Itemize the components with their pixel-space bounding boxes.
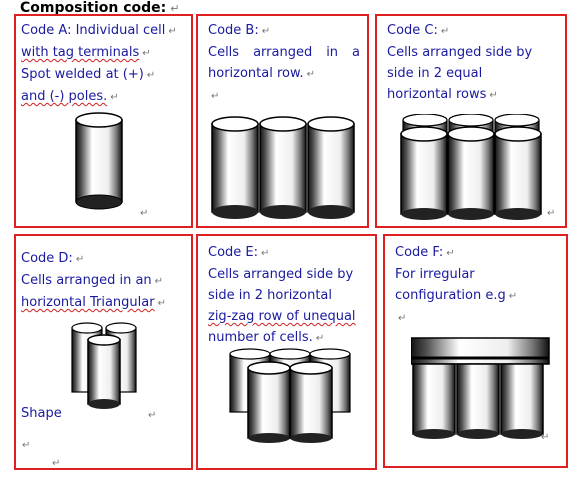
code-e-text: Code E:↵ Cells arranged side by side in … [208, 242, 370, 349]
single-cell-figure [75, 112, 123, 210]
code-e-line-5: number of cells.↵ [208, 330, 325, 345]
code-a-line-2: with tag terminals↵ [21, 45, 151, 60]
cell-cylinder [259, 116, 307, 219]
paragraph-mark: ↵ [170, 2, 180, 15]
heading-text: Composition code: [20, 0, 167, 16]
code-d-line-1: Code D:↵ [21, 251, 85, 266]
code-a-line-4: and (-) poles.↵ [21, 89, 119, 104]
cell-cylinder [289, 361, 333, 443]
code-d-line-3: horizontal Triangular↵ [21, 295, 166, 310]
two-row-cells-figure [400, 114, 542, 220]
paragraph-mark: ↵ [52, 458, 61, 469]
top-block-cell [411, 337, 550, 365]
code-f-line-2: For irregular [395, 267, 475, 282]
cell-cylinder [412, 363, 456, 439]
code-d-box: Code D:↵ Cells arranged in an↵ horizonta… [14, 234, 193, 470]
cell-cylinder [447, 126, 495, 220]
cell-cylinder [75, 112, 123, 210]
code-a-line-3: Spot welded at (+)↵ [21, 67, 156, 82]
code-b-line-3: horizontal row.↵ [208, 66, 315, 81]
zigzag-cells-figure [229, 348, 351, 443]
code-a-text: Code A: Individual cell↵ with tag termin… [21, 20, 186, 108]
code-e-line-1: Code E:↵ [208, 245, 270, 260]
paragraph-mark: ↵ [140, 208, 149, 219]
paragraph-mark: ↵ [547, 208, 556, 219]
paragraph-mark: ↵ [22, 440, 31, 451]
code-e-line-3: side in 2 horizontal [208, 288, 332, 303]
code-d-line-2: Cells arranged in an↵ [21, 273, 164, 288]
cell-cylinder [400, 126, 448, 220]
cell-cylinder [494, 126, 542, 220]
cell-cylinder [307, 116, 355, 219]
code-e-box: Code E:↵ Cells arranged side by side in … [196, 234, 377, 470]
paragraph-mark: ↵ [541, 432, 550, 443]
composition-code-heading: Composition code:↵ [20, 0, 179, 16]
row-cells-figure [211, 116, 355, 219]
paragraph-mark: ↵ [148, 410, 157, 421]
code-a-line-1: Code A: Individual cell↵ [21, 23, 177, 38]
code-f-box: Code F:↵ For irregular configuration e.g… [383, 234, 568, 468]
code-d-line-4: Shape [21, 406, 62, 421]
code-c-line-1: Code C:↵ [387, 23, 450, 38]
code-d-text: Code D:↵ Cells arranged in an↵ horizonta… [21, 248, 186, 314]
code-e-line-4: zig-zag row of unequal [208, 309, 356, 324]
code-f-line-4: ↵ [398, 313, 407, 324]
cell-cylinder [456, 363, 500, 439]
code-f-text: Code F:↵ For irregular configuration e.g… [395, 242, 561, 329]
code-c-text: Code C:↵ Cells arranged side by side in … [387, 20, 560, 106]
code-c-box: Code C:↵ Cells arranged side by side in … [375, 14, 567, 228]
code-f-line-1: Code F:↵ [395, 245, 455, 260]
cell-cylinder [211, 116, 259, 219]
triangular-cells-figure [71, 322, 137, 409]
code-c-line-4: horizontal rows↵ [387, 87, 498, 102]
code-e-line-2: Cells arranged side by [208, 267, 354, 282]
code-f-line-3: configuration e.g↵ [395, 288, 518, 303]
irregular-config-figure [411, 337, 550, 439]
code-b-line-1: Code B:↵ [208, 23, 271, 38]
cell-cylinder [87, 334, 121, 409]
cell-cylinder [247, 361, 291, 443]
code-c-line-3: side in 2 equal [387, 66, 483, 81]
code-a-box: Code A: Individual cell↵ with tag termin… [14, 14, 193, 228]
code-c-line-2: Cells arranged side by [387, 45, 533, 60]
code-b-line-4: ↵ [211, 91, 220, 102]
cell-cylinder [500, 363, 544, 439]
